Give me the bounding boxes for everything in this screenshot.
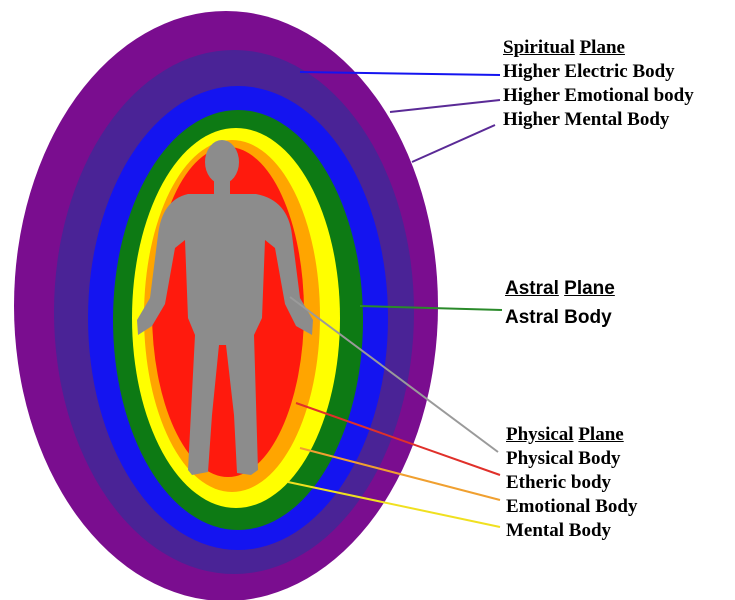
label-mental-body: Mental Body [506, 519, 637, 543]
label-etheric-body: Etheric body [506, 471, 637, 495]
astral-plane-heading: Astral Plane [505, 274, 615, 303]
connector-higher-mental [412, 125, 495, 162]
physical-plane-labels: Physical Plane Physical Body Etheric bod… [506, 423, 637, 543]
astral-plane-labels: Astral Plane Astral Body [505, 274, 615, 332]
physical-plane-heading: Physical Plane [506, 423, 637, 447]
label-physical-body: Physical Body [506, 447, 637, 471]
label-higher-emotional-body: Higher Emotional body [503, 84, 694, 108]
label-higher-electric-body: Higher Electric Body [503, 60, 694, 84]
spiritual-plane-heading: Spiritual Plane [503, 36, 694, 60]
connector-higher-emotional [390, 100, 500, 112]
label-higher-mental-body: Higher Mental Body [503, 108, 694, 132]
label-emotional-body: Emotional Body [506, 495, 637, 519]
spiritual-plane-labels: Spiritual Plane Higher Electric Body Hig… [503, 36, 694, 132]
label-astral-body: Astral Body [505, 303, 615, 332]
